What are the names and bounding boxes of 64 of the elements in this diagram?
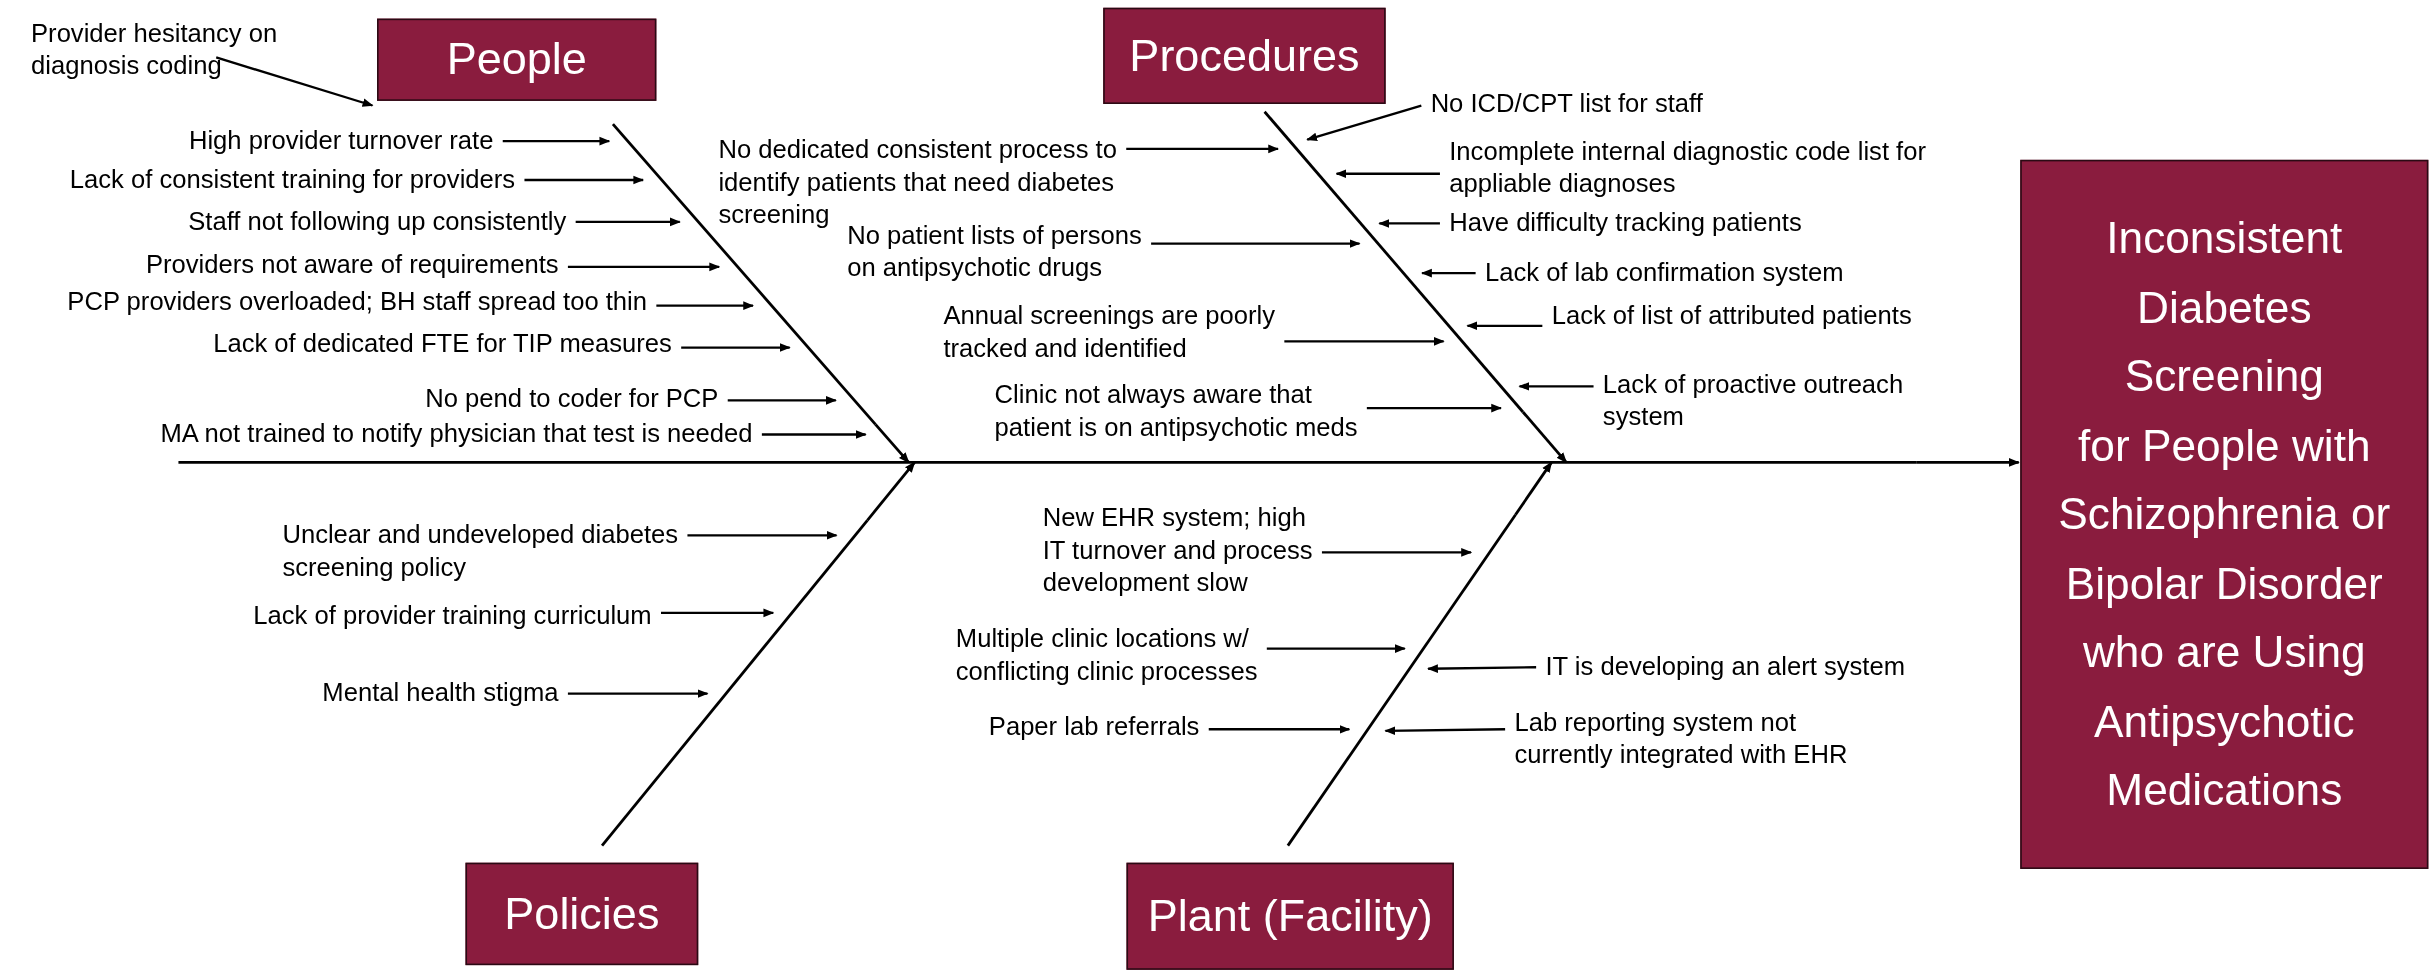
cause-text: Lack of lab confirmation system (1484, 256, 1844, 289)
cause-text: Clinic not always aware that patient is on antipsychotic meds (994, 378, 1358, 444)
cause-text: Lack of provider training curriculum (253, 598, 652, 632)
arrow (1514, 461, 1553, 516)
cause-text: Provider hesitancy on diagnosis coding (31, 17, 278, 83)
arrow (502, 136, 611, 146)
category-box: People (377, 18, 657, 101)
arrow (1421, 268, 1476, 278)
arrow (687, 531, 838, 540)
cause-text: Lack of proactive outreach system (1602, 367, 1904, 433)
cause-text: Lack of list of attributed patients (1551, 299, 1912, 333)
arrow (661, 608, 775, 618)
arrow (1378, 219, 1440, 228)
arrow (524, 175, 645, 185)
arrow (656, 301, 755, 310)
category-box: Policies (465, 862, 699, 966)
arrow (215, 56, 374, 107)
arrow (1518, 382, 1594, 391)
arrow (761, 430, 867, 439)
category-box: Plant (Facility) (1126, 862, 1454, 970)
arrow (1266, 644, 1406, 653)
cause-text: Lack of dedicated FTE for TIP measures (213, 327, 672, 360)
cause-text: Annual screenings are poorly tracked and identified (943, 299, 1276, 365)
cause-text: New EHR system; high IT turnover and process development slow (1042, 501, 1313, 599)
arrow (575, 217, 681, 227)
arrow (1151, 239, 1361, 248)
arrow (727, 396, 837, 405)
arrow (1427, 664, 1537, 673)
cause-text: Paper lab referrals (988, 710, 1200, 744)
arrow (1366, 403, 1503, 413)
arrow (1916, 458, 2020, 467)
arrow (866, 461, 916, 522)
cause-text: IT is developing an alert system (1545, 650, 1905, 683)
effect-box: Inconsistent Diabetes Screening for People with Schizophrenia or Bipolar Disorder who are Using Antipsychotic Medications (2020, 159, 2429, 869)
cause-text: PCP providers overloaded; BH staff spread too thin (67, 285, 648, 319)
arrow (1521, 411, 1568, 464)
arrow (1335, 169, 1440, 179)
arrow (567, 262, 721, 272)
category-box: Procedures (1103, 7, 1386, 104)
arrow (1306, 104, 1422, 141)
cause-text: Have difficulty tracking patients (1449, 206, 1802, 239)
spine-line (178, 461, 1917, 464)
arrow (567, 689, 709, 698)
cause-text: MA not trained to notify physician that test is needed (160, 417, 753, 450)
cause-text: No patient lists of persons on antipsychotic drugs (847, 218, 1142, 284)
cause-text: Lack of consistent training for providers (69, 162, 516, 196)
arrow (1284, 337, 1445, 346)
cause-text: Staff not following up consistently (188, 204, 567, 238)
cause-text: Unclear and undeveloped diabetes screening policy (282, 518, 679, 584)
arrow (1466, 321, 1543, 331)
arrow (1126, 144, 1280, 154)
arrow (1384, 726, 1506, 736)
cause-text: Multiple clinic locations w/ conflicting clinic processes (955, 622, 1258, 688)
cause-text: Lab reporting system not currently integrated with EHR (1514, 706, 1848, 772)
arrow (1321, 548, 1473, 557)
cause-text: Mental health stigma (322, 676, 559, 710)
arrow (1208, 724, 1351, 734)
arrow (874, 423, 910, 464)
cause-text: Providers not aware of requirements (145, 248, 559, 281)
cause-text: No ICD/CPT list for staff (1430, 86, 1703, 120)
arrow (681, 343, 791, 352)
cause-text: Incomplete internal diagnostic code list for appliable diagnoses (1449, 135, 1926, 201)
cause-text: No pend to coder for PCP (425, 381, 719, 415)
cause-text: High provider turnover rate (188, 124, 494, 157)
